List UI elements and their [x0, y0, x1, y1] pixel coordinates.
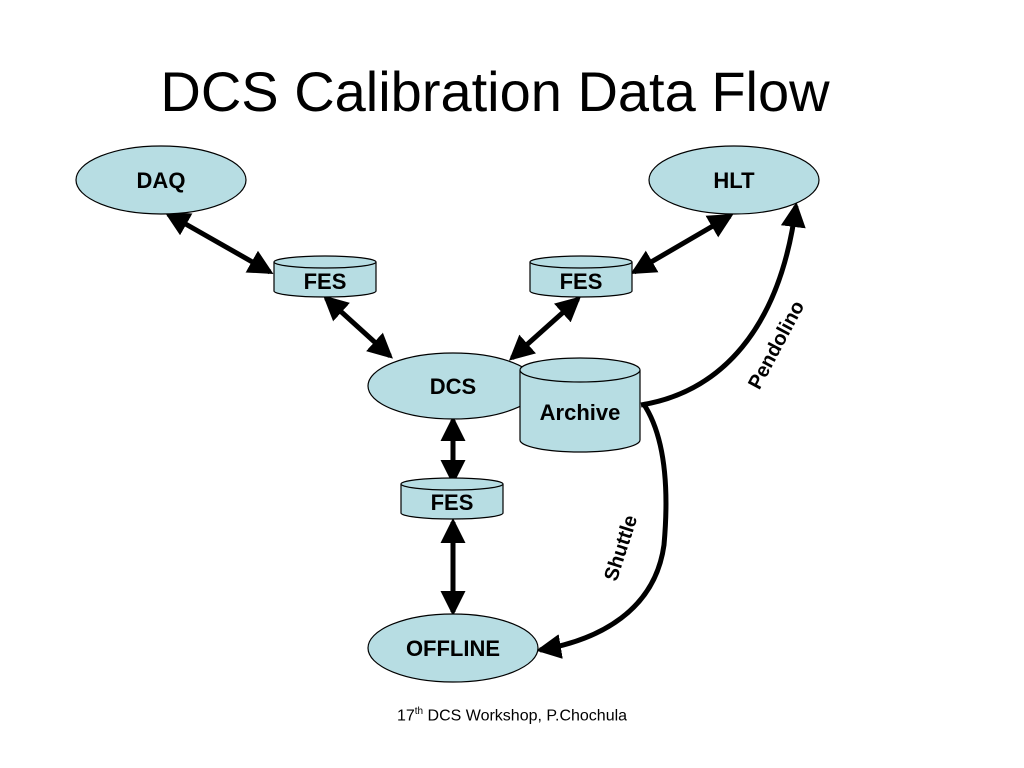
node-offline: OFFLINE — [367, 613, 539, 683]
node-fes-right: FES — [529, 255, 633, 298]
edge-fes-dcs-right — [509, 296, 581, 361]
node-daq: DAQ — [75, 145, 247, 215]
slide-footer: 17th DCS Workshop, P.Chochula — [0, 706, 1024, 725]
node-fes-left-label: FES — [304, 269, 347, 294]
edge-pendolino — [640, 202, 806, 408]
slide-title: DCS Calibration Data Flow — [160, 60, 830, 123]
edge-hlt-fes — [630, 213, 734, 275]
node-fes-bottom: FES — [400, 477, 504, 520]
node-offline-label: OFFLINE — [406, 636, 500, 661]
node-hlt-label: HLT — [713, 168, 755, 193]
node-hlt: HLT — [648, 145, 820, 215]
node-archive-label: Archive — [540, 400, 621, 425]
node-daq-label: DAQ — [137, 168, 186, 193]
edge-fes-dcs-left — [323, 295, 393, 359]
pendolino-label: Pendolino — [744, 297, 809, 393]
node-fes-bottom-label: FES — [431, 490, 474, 515]
node-dcs-label: DCS — [430, 374, 476, 399]
shuttle-label: Shuttle — [600, 513, 642, 584]
node-fes-left: FES — [273, 255, 377, 298]
footer-number: 17 — [396, 707, 415, 725]
node-dcs: DCS — [367, 352, 539, 420]
edge-daq-fes — [164, 211, 274, 275]
footer-superscript: th — [414, 706, 424, 717]
footer-text: DCS Workshop, P.Chochula — [423, 707, 628, 725]
node-archive: Archive — [519, 357, 641, 453]
edge-shuttle — [536, 401, 669, 659]
node-fes-right-label: FES — [560, 269, 603, 294]
